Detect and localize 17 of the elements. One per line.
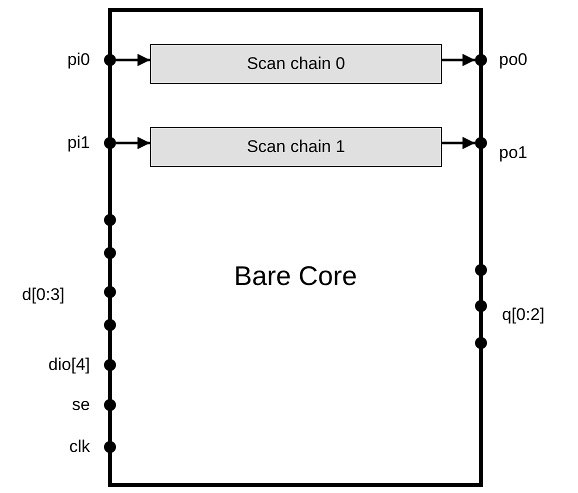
pin-label: pi1 bbox=[67, 133, 90, 153]
scan-chain-box: Scan chain 1 bbox=[150, 127, 442, 167]
core-title: Bare Core bbox=[234, 260, 358, 292]
pin-label: dio[4] bbox=[48, 355, 90, 375]
pin-label: clk bbox=[69, 437, 90, 457]
arrow bbox=[442, 54, 475, 66]
bus-label: d[0:3] bbox=[22, 285, 65, 305]
pin-label: po1 bbox=[499, 143, 528, 163]
arrow bbox=[442, 136, 475, 150]
pin-label: po0 bbox=[499, 50, 528, 70]
pin-label: pi0 bbox=[67, 50, 90, 70]
pin-label: se bbox=[72, 395, 90, 415]
arrow bbox=[116, 136, 150, 150]
bus-label: q[0:2] bbox=[502, 305, 545, 325]
arrow bbox=[116, 54, 150, 66]
core-block bbox=[108, 8, 483, 487]
scan-chain-box: Scan chain 0 bbox=[150, 44, 442, 84]
